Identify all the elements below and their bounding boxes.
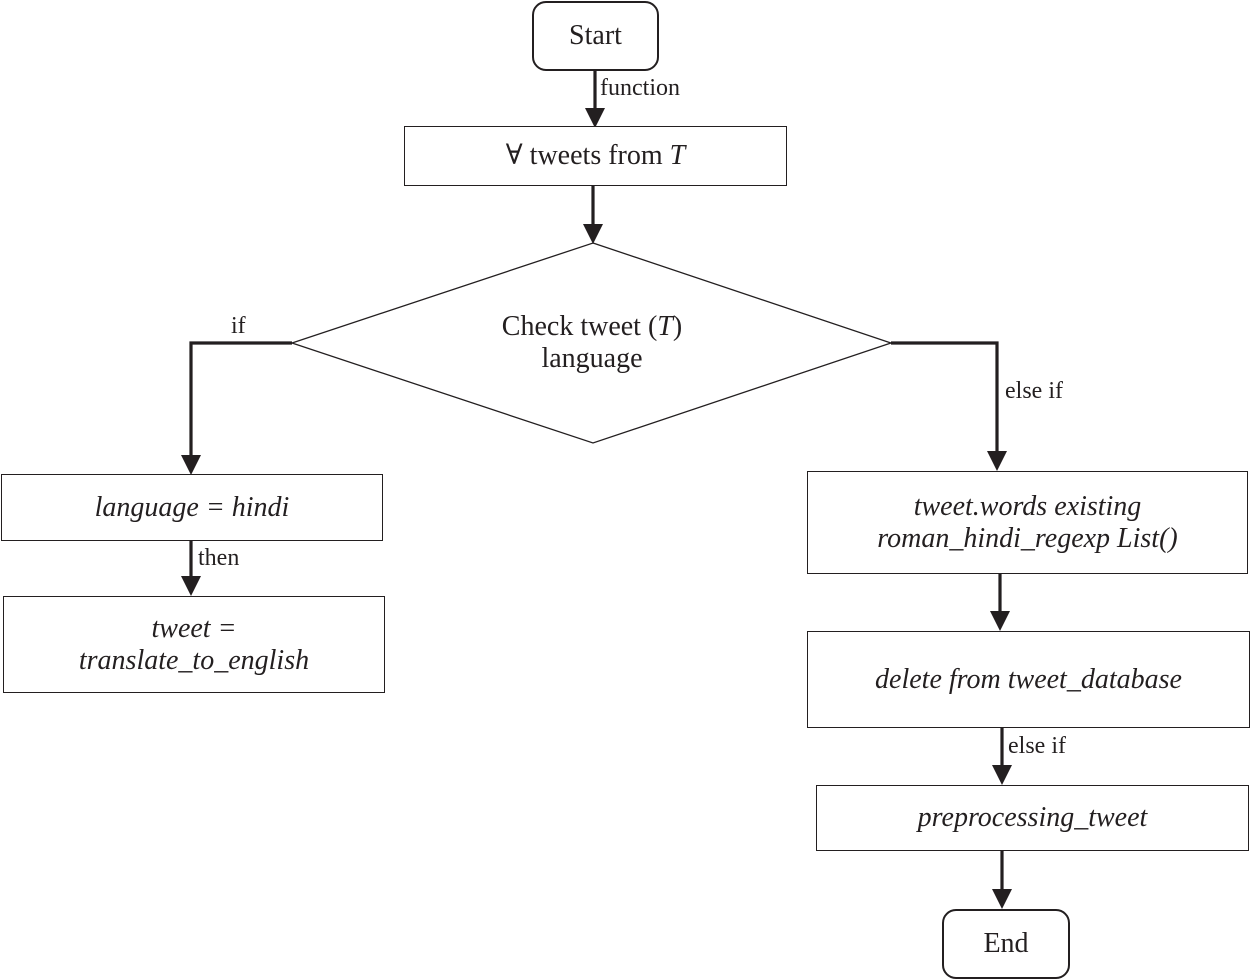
edge-label-then: then bbox=[198, 545, 240, 571]
preprocess-node: preprocessing_tweet bbox=[816, 785, 1249, 851]
decision-line1-var: T bbox=[657, 311, 673, 342]
translate-line1: tweet = bbox=[151, 612, 237, 644]
loop-label-prefix: ∀ tweets from bbox=[505, 140, 670, 171]
decision-line2: language bbox=[541, 343, 643, 374]
edge-label-if: if bbox=[231, 313, 246, 339]
decision-line1: Check tweet (T) bbox=[432, 311, 752, 343]
hindi-check-label: language = hindi bbox=[94, 491, 290, 523]
delete-label: delete from tweet_database bbox=[875, 663, 1182, 695]
translate-node: tweet = translate_to_english bbox=[3, 596, 385, 693]
start-node: Start bbox=[532, 1, 659, 71]
preprocess-label: preprocessing_tweet bbox=[917, 802, 1148, 833]
decision-line1-prefix: Check tweet ( bbox=[501, 311, 658, 342]
end-label: End bbox=[983, 928, 1029, 959]
loop-label-var: T bbox=[669, 140, 686, 171]
hindi-check-node: language = hindi bbox=[1, 474, 383, 541]
regexp-check-node: tweet.words existing roman_hindi_regexp … bbox=[807, 471, 1248, 574]
edge-label-else-if-right: else if bbox=[1005, 378, 1063, 404]
arrow-decision-to-hindi bbox=[189, 341, 292, 466]
decision-label: Check tweet (T) language bbox=[432, 311, 752, 375]
start-label: Start bbox=[569, 20, 622, 51]
regexp-line2: roman_hindi_regexp List() bbox=[877, 522, 1178, 554]
loop-label: ∀ tweets from T bbox=[506, 140, 685, 172]
end-node: End bbox=[942, 909, 1070, 979]
edge-label-function: function bbox=[600, 75, 680, 101]
regexp-line1: tweet.words existing bbox=[913, 490, 1142, 522]
decision-diamond bbox=[289, 242, 894, 444]
translate-line2: translate_to_english bbox=[78, 644, 310, 676]
decision-line1-suffix: ) bbox=[672, 311, 683, 342]
edge-label-else-if-lower: else if bbox=[1008, 733, 1066, 759]
arrow-decision-to-regexp bbox=[891, 341, 999, 462]
delete-node: delete from tweet_database bbox=[807, 631, 1250, 728]
loop-tweets-node: ∀ tweets from T bbox=[404, 126, 787, 186]
